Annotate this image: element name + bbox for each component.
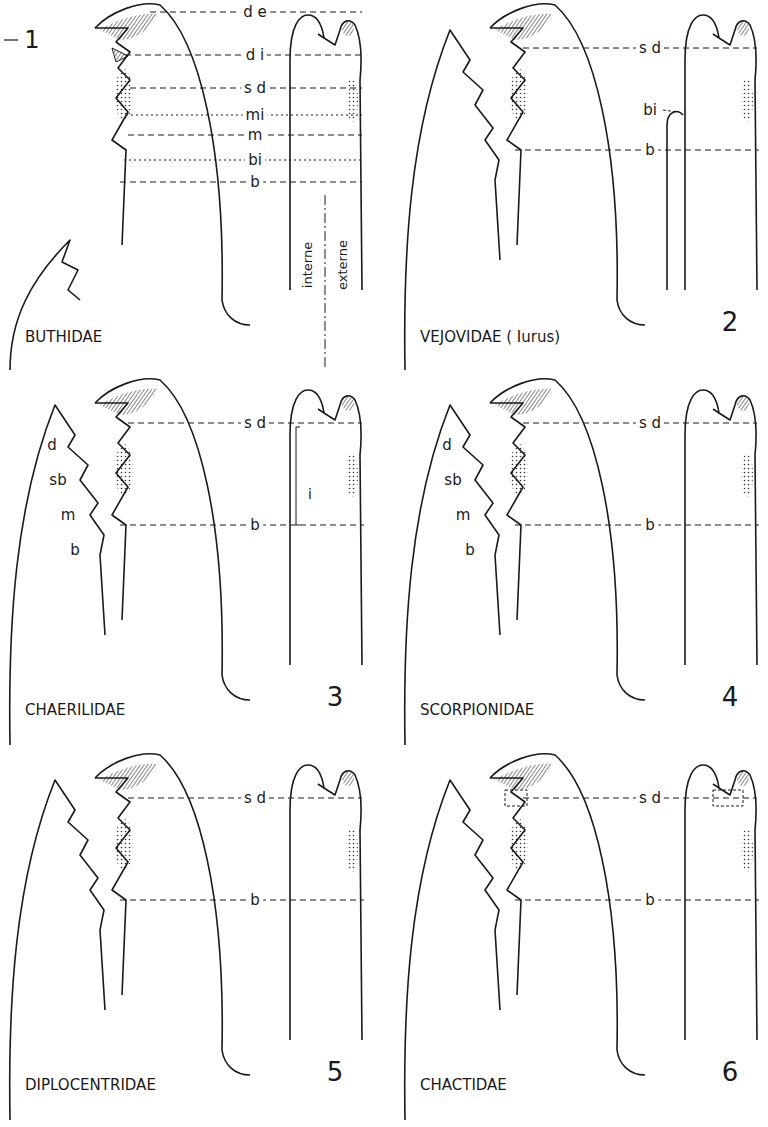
- family-name: VEJOVIDAE ( Iurus): [420, 329, 560, 346]
- part-label: bi: [640, 102, 660, 119]
- scorpionidae-chelicera: [405, 379, 759, 745]
- tooth-label: sb: [49, 472, 66, 489]
- figure-number: 4: [722, 683, 739, 712]
- tooth-label: m: [61, 507, 76, 524]
- part-label: s d: [241, 80, 269, 97]
- part-label: b: [642, 142, 658, 159]
- tooth-label: d: [47, 437, 57, 454]
- part-label: s d: [241, 415, 269, 432]
- part-label: b: [247, 174, 263, 191]
- part-label: b: [642, 892, 658, 909]
- part-label: m: [245, 127, 266, 144]
- part-label: d i: [243, 47, 267, 64]
- figure-number: 1: [24, 27, 39, 53]
- tooth-label: m: [456, 507, 471, 524]
- family-name: BUTHIDAE: [25, 329, 102, 346]
- figure-number: 3: [327, 683, 344, 712]
- part-label: s d: [241, 790, 269, 807]
- part-label: b: [642, 517, 658, 534]
- part-label: mi: [243, 107, 268, 124]
- tooth-label: b: [465, 542, 475, 559]
- side-label: externe: [336, 237, 350, 293]
- side-label: interne: [301, 239, 315, 291]
- figure-number: 5: [327, 1058, 344, 1087]
- part-label: b: [247, 517, 263, 534]
- figure-number: 2: [722, 308, 739, 337]
- family-name: CHACTIDAE: [420, 1077, 507, 1094]
- part-label: d e: [240, 4, 270, 21]
- diplocentridae-chelicera: [10, 754, 364, 1120]
- part-label: s d: [636, 415, 664, 432]
- family-name: CHAERILIDAE: [25, 702, 125, 719]
- vejovidae-chelicera: [405, 4, 759, 370]
- part-label: bi: [245, 152, 265, 169]
- tooth-label: d: [442, 437, 452, 454]
- family-name: DIPLOCENTRIDAE: [25, 1077, 156, 1094]
- chaerilidae-chelicera: [10, 379, 364, 745]
- tooth-label: b: [70, 542, 80, 559]
- family-name: SCORPIONIDAE: [420, 702, 534, 719]
- part-label: s d: [636, 790, 664, 807]
- part-label: i: [308, 487, 312, 502]
- chactidae-chelicera: [405, 754, 759, 1120]
- part-label: s d: [636, 40, 664, 57]
- tooth-label: sb: [444, 472, 461, 489]
- figure-number: 6: [722, 1058, 739, 1087]
- part-label: b: [247, 892, 263, 909]
- buthidae-chelicera: [4, 4, 362, 370]
